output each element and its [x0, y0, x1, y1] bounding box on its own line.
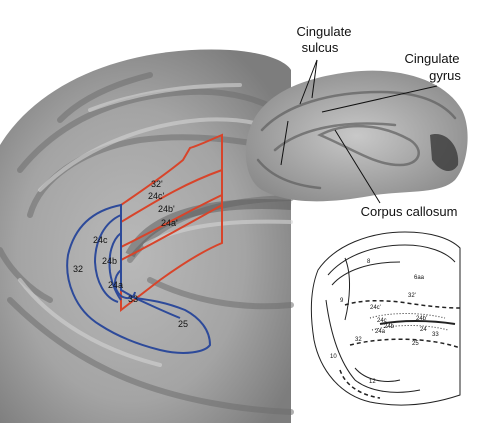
region-24c-label: 24c [93, 235, 108, 245]
region-32-prime-label: 32' [151, 179, 163, 189]
callout-pointer-lines [280, 59, 438, 204]
section-label-33: 33 [432, 332, 439, 338]
region-24c-prime-label: 24c' [148, 191, 165, 201]
section-label-32: 32 [355, 337, 362, 343]
main-region-labels: 32' 24c' 24b' 24a' 24c 24b 24a 32 33 25 [73, 179, 188, 329]
section-region-labels: 8 6aa 9 32' 24c' 24c 24b 24b' 24a 32 24 … [330, 259, 439, 385]
section-label-24c-prime: 24c' [370, 305, 381, 311]
region-24b-label: 24b [102, 256, 117, 266]
cingulate-sulcus-label-line1: Cingulate [297, 24, 352, 39]
section-label-24b-prime: 24b' [416, 316, 427, 322]
cingulate-sulcus-label-line2: sulcus [302, 40, 339, 55]
section-label-8: 8 [367, 259, 371, 265]
cingulate-gyrus-label-line2: gyrus [429, 68, 461, 83]
corpus-callosum-label: Corpus callosum [361, 204, 458, 219]
region-24b-prime-label: 24b' [158, 204, 175, 214]
section-label-12: 12 [369, 379, 376, 385]
section-label-24: 24 [420, 327, 427, 333]
section-label-32-prime: 32' [408, 293, 416, 299]
region-25-label: 25 [178, 319, 188, 329]
region-33-label: 33 [128, 294, 138, 304]
section-label-24a: 24a [375, 329, 386, 335]
anterior-cingulate-outlines [66, 203, 212, 354]
region-24a-label: 24a [108, 280, 123, 290]
section-label-24b: 24b [384, 324, 395, 330]
section-label-25: 25 [412, 341, 419, 347]
inset-brain-image [245, 70, 468, 202]
posterior-cingulate-outlines [120, 133, 223, 313]
section-label-9: 9 [340, 298, 344, 304]
section-label-10: 10 [330, 354, 337, 360]
cingulate-gyrus-label-line1: Cingulate [405, 51, 460, 66]
section-label-6aa: 6aa [414, 275, 425, 281]
medial-brain-image [0, 49, 294, 423]
region-24a-prime-label: 24a' [161, 218, 178, 228]
section-label-24c: 24c [377, 318, 387, 324]
region-32-label: 32 [73, 264, 83, 274]
coronal-section-drawing [310, 231, 461, 406]
